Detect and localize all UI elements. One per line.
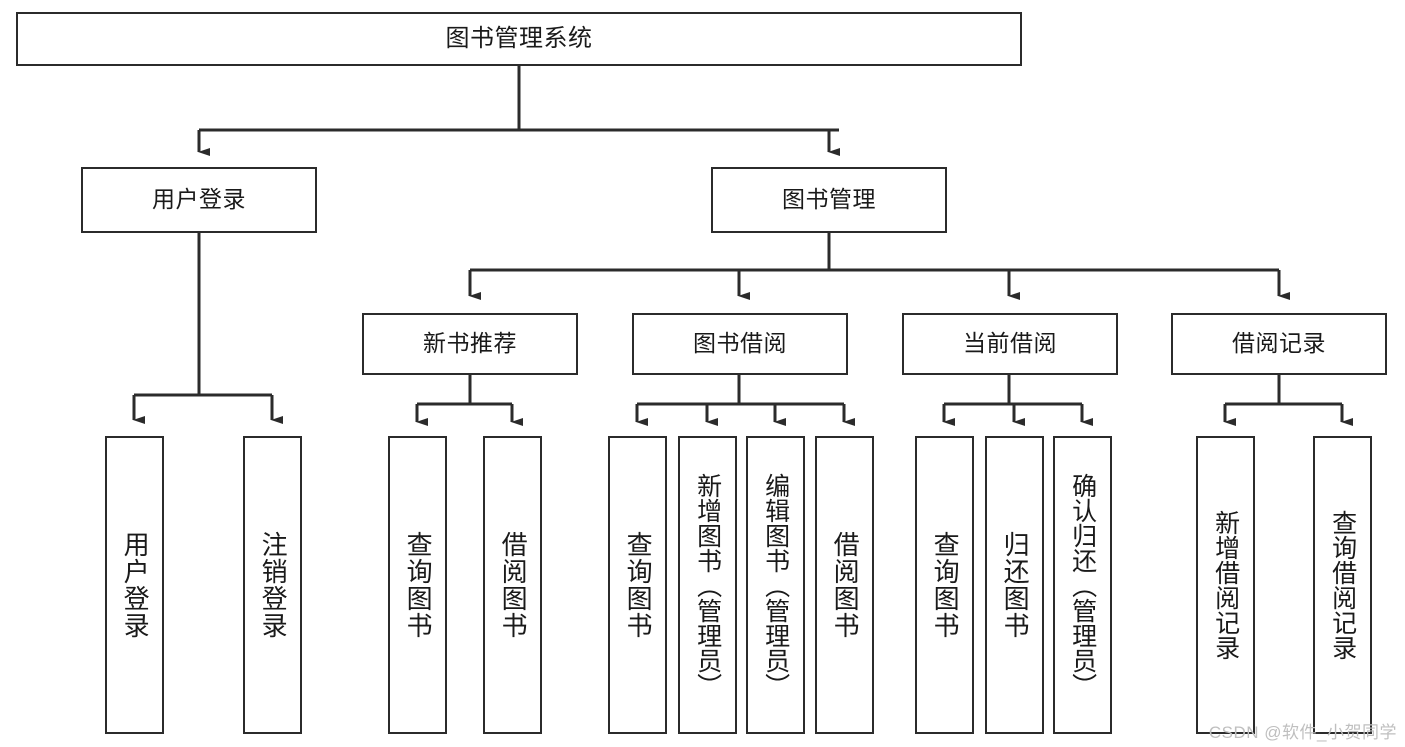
node-label: 确认归还（管理员） bbox=[1068, 472, 1097, 698]
node-label: 归还图书 bbox=[1000, 531, 1031, 639]
node-leaf-confirm-return[interactable]: 确认归还（管理员） bbox=[1053, 436, 1112, 734]
node-label: 图书管理系统 bbox=[445, 24, 593, 52]
node-label: 查询图书 bbox=[403, 531, 434, 639]
node-label: 编辑图书（管理员） bbox=[761, 472, 790, 698]
node-book-borrow[interactable]: 图书借阅 bbox=[632, 313, 848, 375]
node-book-management[interactable]: 图书管理 bbox=[711, 167, 947, 233]
node-borrow-record[interactable]: 借阅记录 bbox=[1171, 313, 1387, 375]
node-label: 用户登录 bbox=[152, 186, 246, 213]
node-label: 借阅记录 bbox=[1232, 330, 1326, 357]
node-leaf-query-book-1[interactable]: 查询图书 bbox=[388, 436, 447, 734]
node-label: 查询图书 bbox=[623, 531, 654, 639]
node-label: 注销登录 bbox=[258, 531, 289, 639]
node-leaf-borrow-book-1[interactable]: 借阅图书 bbox=[483, 436, 542, 734]
node-leaf-return-book[interactable]: 归还图书 bbox=[985, 436, 1044, 734]
node-label: 图书借阅 bbox=[693, 330, 787, 357]
node-leaf-query-book-2[interactable]: 查询图书 bbox=[608, 436, 667, 734]
node-current-borrow[interactable]: 当前借阅 bbox=[902, 313, 1118, 375]
node-label: 借阅图书 bbox=[830, 531, 861, 639]
node-label: 新增借阅记录 bbox=[1211, 510, 1240, 660]
node-label: 当前借阅 bbox=[963, 330, 1057, 357]
csdn-watermark: CSDN @软件_小贺同学 bbox=[1208, 723, 1397, 742]
node-label: 新书推荐 bbox=[423, 330, 517, 357]
node-label: 借阅图书 bbox=[498, 531, 529, 639]
node-leaf-user-login[interactable]: 用户登录 bbox=[105, 436, 164, 734]
node-label: 图书管理 bbox=[782, 186, 876, 213]
node-leaf-add-record[interactable]: 新增借阅记录 bbox=[1196, 436, 1255, 734]
node-root-system[interactable]: 图书管理系统 bbox=[16, 12, 1022, 66]
node-label: 查询图书 bbox=[930, 531, 961, 639]
node-new-book-recommend[interactable]: 新书推荐 bbox=[362, 313, 578, 375]
node-leaf-logout[interactable]: 注销登录 bbox=[243, 436, 302, 734]
node-leaf-add-book[interactable]: 新增图书（管理员） bbox=[678, 436, 737, 734]
node-leaf-query-record[interactable]: 查询借阅记录 bbox=[1313, 436, 1372, 734]
node-user-login[interactable]: 用户登录 bbox=[81, 167, 317, 233]
node-label: 用户登录 bbox=[120, 531, 151, 639]
node-label: 新增图书（管理员） bbox=[693, 472, 722, 698]
node-leaf-query-book-3[interactable]: 查询图书 bbox=[915, 436, 974, 734]
node-label: 查询借阅记录 bbox=[1328, 510, 1357, 660]
node-leaf-borrow-book-2[interactable]: 借阅图书 bbox=[815, 436, 874, 734]
node-leaf-edit-book[interactable]: 编辑图书（管理员） bbox=[746, 436, 805, 734]
